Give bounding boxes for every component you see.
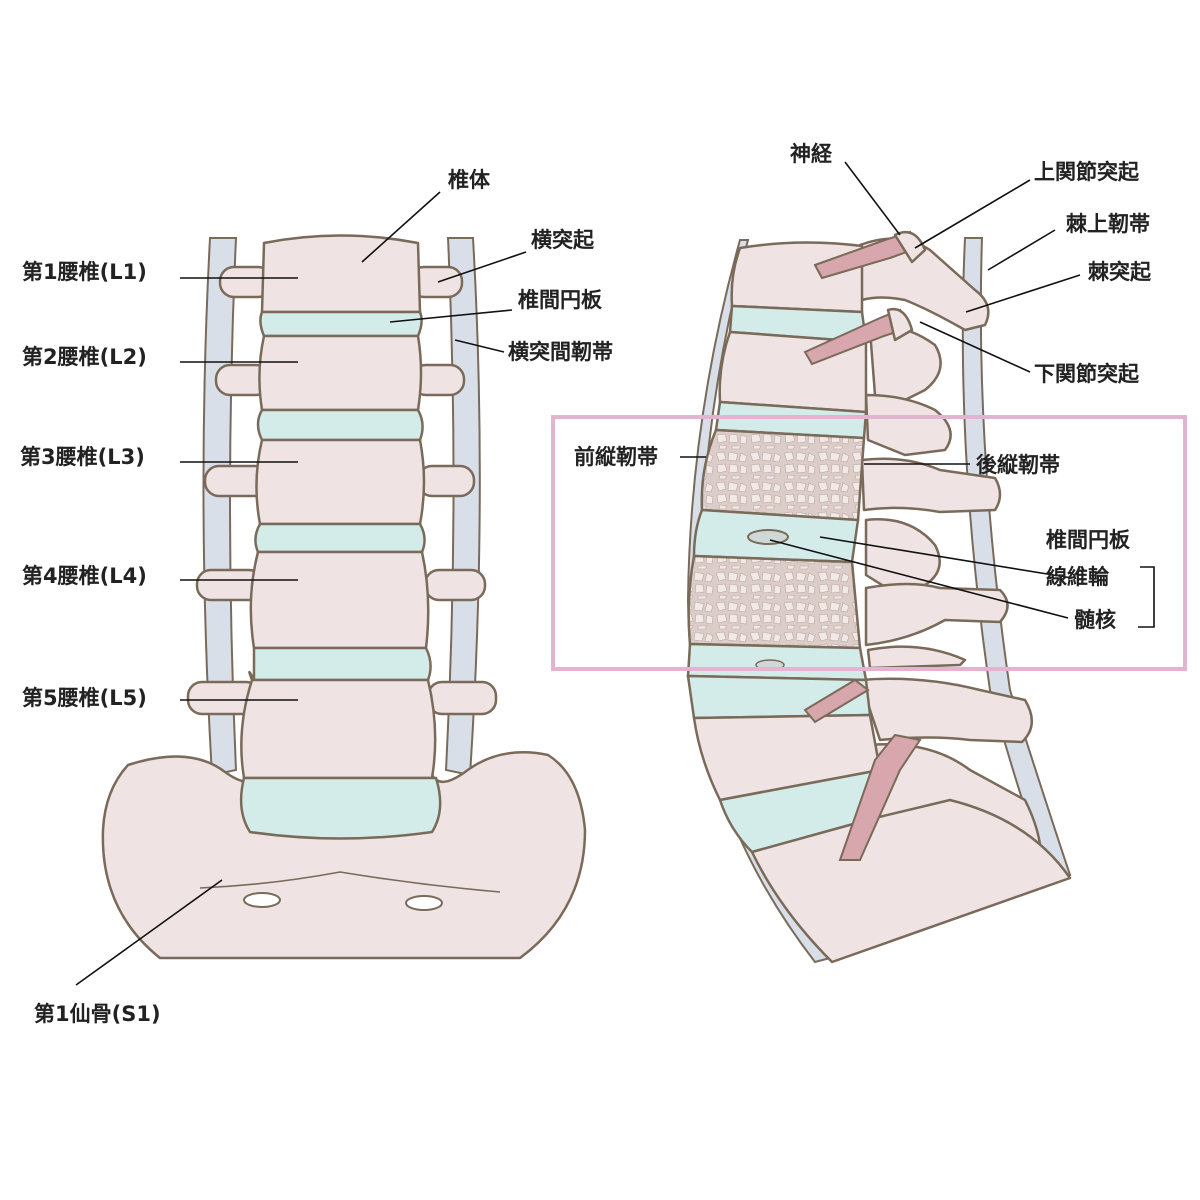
label-supraspinous-ligament: 棘上靭帯 [1066,212,1150,236]
label-l3: 第3腰椎(L3) [20,445,145,469]
side-vertebra-l1 [730,241,864,314]
vertebra-l1 [260,234,422,314]
vertebra-l5 [240,678,437,780]
disc-l5-s1 [239,776,442,840]
label-nerve: 神経 [790,142,832,166]
side-view [686,230,1072,964]
highlight-frame [551,415,1187,671]
label-l4: 第4腰椎(L4) [22,564,147,588]
label-vertebral-body: 椎体 [448,168,490,192]
nerve-root-4 [838,733,922,861]
label-transverse-process: 横突起 [531,228,594,252]
label-l2: 第2腰椎(L2) [22,345,147,369]
transverse-process-l5-right [426,680,498,716]
nerve-root-3 [803,678,870,724]
label-l5: 第5腰椎(L5) [22,686,147,710]
label-anterior-longitudinal-ligament: 前縦靭帯 [574,445,658,469]
label-intervertebral-disc-front: 椎間円板 [518,288,602,312]
disc-l1-l2 [259,310,423,338]
sacrum-s1 [101,751,587,960]
nucleus-pulposus [747,529,789,545]
front-view [101,234,587,960]
vertebra-l4 [249,550,430,650]
label-superior-articular-process: 上関節突起 [1034,160,1139,184]
disc-l3-l4 [254,522,426,554]
side-vertebra-l3-cut [700,428,866,522]
transverse-process-l4-right [423,568,487,602]
label-l1: 第1腰椎(L1) [22,260,147,284]
disc-l2-l3 [256,408,424,442]
disc-l4-l5 [248,646,432,682]
side-vertebra-l4-cut [687,554,862,650]
label-annulus-fibrosus: 線維輪 [1046,565,1109,589]
leader-lines [75,161,1155,986]
label-intertransverse-ligament: 横突間靭帯 [508,340,613,364]
label-intervertebral-disc-side: 椎間円板 [1046,528,1130,552]
vertebra-l2 [258,334,423,412]
label-spinous-process: 棘突起 [1088,260,1151,284]
label-inferior-articular-process: 下関節突起 [1034,362,1139,386]
label-s1: 第1仙骨(S1) [34,1002,161,1026]
transverse-process-l3-right [416,464,476,498]
label-nucleus-pulposus: 髄核 [1074,608,1116,632]
side-sacrum [750,798,1072,964]
label-posterior-longitudinal-ligament: 後縦靭帯 [976,453,1060,477]
vertebra-l3 [255,438,426,526]
